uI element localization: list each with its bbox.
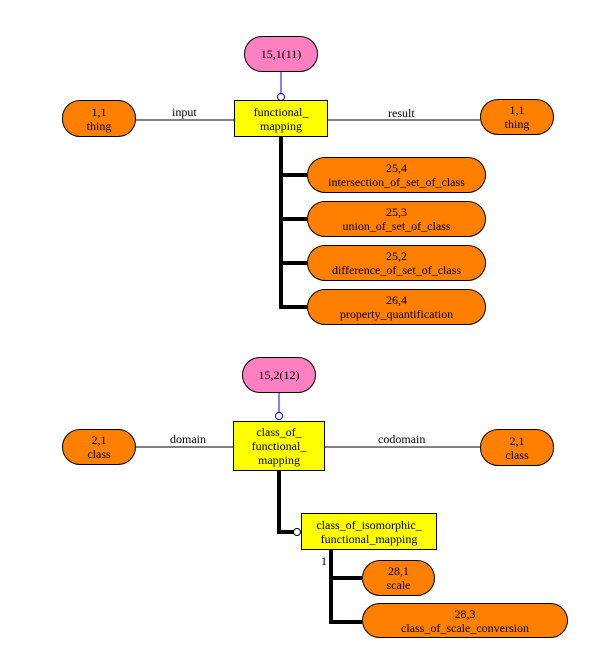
member-name: class_of_scale_conversion: [401, 620, 529, 635]
entity-name: thing: [86, 118, 112, 133]
member-node[interactable]: 28,1 scale: [362, 560, 435, 596]
concept-box[interactable]: class_of_ functional_ mapping: [233, 421, 325, 471]
subtype-id: 25,3: [386, 205, 407, 219]
entity-id: 2,1: [509, 433, 525, 448]
concept-line: functional_: [251, 439, 307, 453]
role-label-codomain: codomain: [378, 432, 426, 446]
entity-name: class: [505, 447, 529, 462]
relation-id: 15,1(11): [260, 47, 302, 61]
subtype-name: intersection_of_set_of_class: [328, 175, 465, 189]
subtype-id: 25,4: [386, 161, 407, 175]
subtype-id: 26,4: [386, 293, 407, 307]
concept-line: functional_: [253, 104, 309, 119]
member-id: 28,3: [454, 606, 476, 621]
entity-name: thing: [504, 117, 530, 131]
subconcept-trunk: [277, 471, 294, 534]
member-id: 28,1: [388, 564, 409, 578]
subconcept-line: class_of_isomorphic_: [316, 517, 422, 532]
subtype-id: 25,2: [386, 249, 407, 263]
subconcept-circle-icon: [293, 528, 301, 536]
entity-id: 1,1: [91, 104, 107, 119]
subtype-node[interactable]: 25,3 union_of_set_of_class: [307, 201, 486, 237]
concept-box[interactable]: functional_ mapping: [234, 100, 328, 137]
subtype-node[interactable]: 25,2 difference_of_set_of_class: [307, 245, 486, 281]
role-label-result: result: [388, 106, 415, 120]
subtype-trunk: [279, 137, 307, 309]
concept-line: class_of_: [256, 425, 302, 439]
concept-line: mapping: [258, 453, 300, 467]
entity-name: class: [87, 447, 111, 461]
entity-id: 1,1: [509, 103, 525, 117]
specialization-circle-icon: [275, 412, 283, 420]
role-label-input: input: [172, 105, 197, 119]
relation-node[interactable]: 15,1(11): [244, 36, 318, 72]
subconcept-line: functional_mapping: [320, 531, 418, 546]
subconcept-box[interactable]: class_of_isomorphic_ functional_mapping: [301, 513, 437, 550]
subtype-name: difference_of_set_of_class: [331, 263, 462, 277]
cardinality-label: 1: [321, 554, 327, 568]
subtype-name: property_quantification: [339, 307, 454, 321]
right-entity-node[interactable]: 2,1 class: [480, 429, 554, 466]
right-entity-node[interactable]: 1,1 thing: [480, 99, 554, 135]
relation-id: 15,2(12): [258, 368, 300, 382]
role-label-domain: domain: [170, 432, 206, 446]
concept-line: mapping: [260, 118, 302, 133]
member-name: scale: [386, 578, 411, 592]
member-trunk: [329, 550, 362, 624]
member-node[interactable]: 28,3 class_of_scale_conversion: [362, 603, 568, 638]
entity-id: 2,1: [91, 433, 107, 447]
relation-node[interactable]: 15,2(12): [242, 357, 316, 393]
subtype-node[interactable]: 25,4 intersection_of_set_of_class: [307, 157, 486, 193]
subtype-name: union_of_set_of_class: [342, 219, 451, 233]
left-entity-node[interactable]: 2,1 class: [62, 429, 136, 465]
left-entity-node[interactable]: 1,1 thing: [62, 100, 136, 137]
subtype-node[interactable]: 26,4 property_quantification: [307, 289, 486, 325]
